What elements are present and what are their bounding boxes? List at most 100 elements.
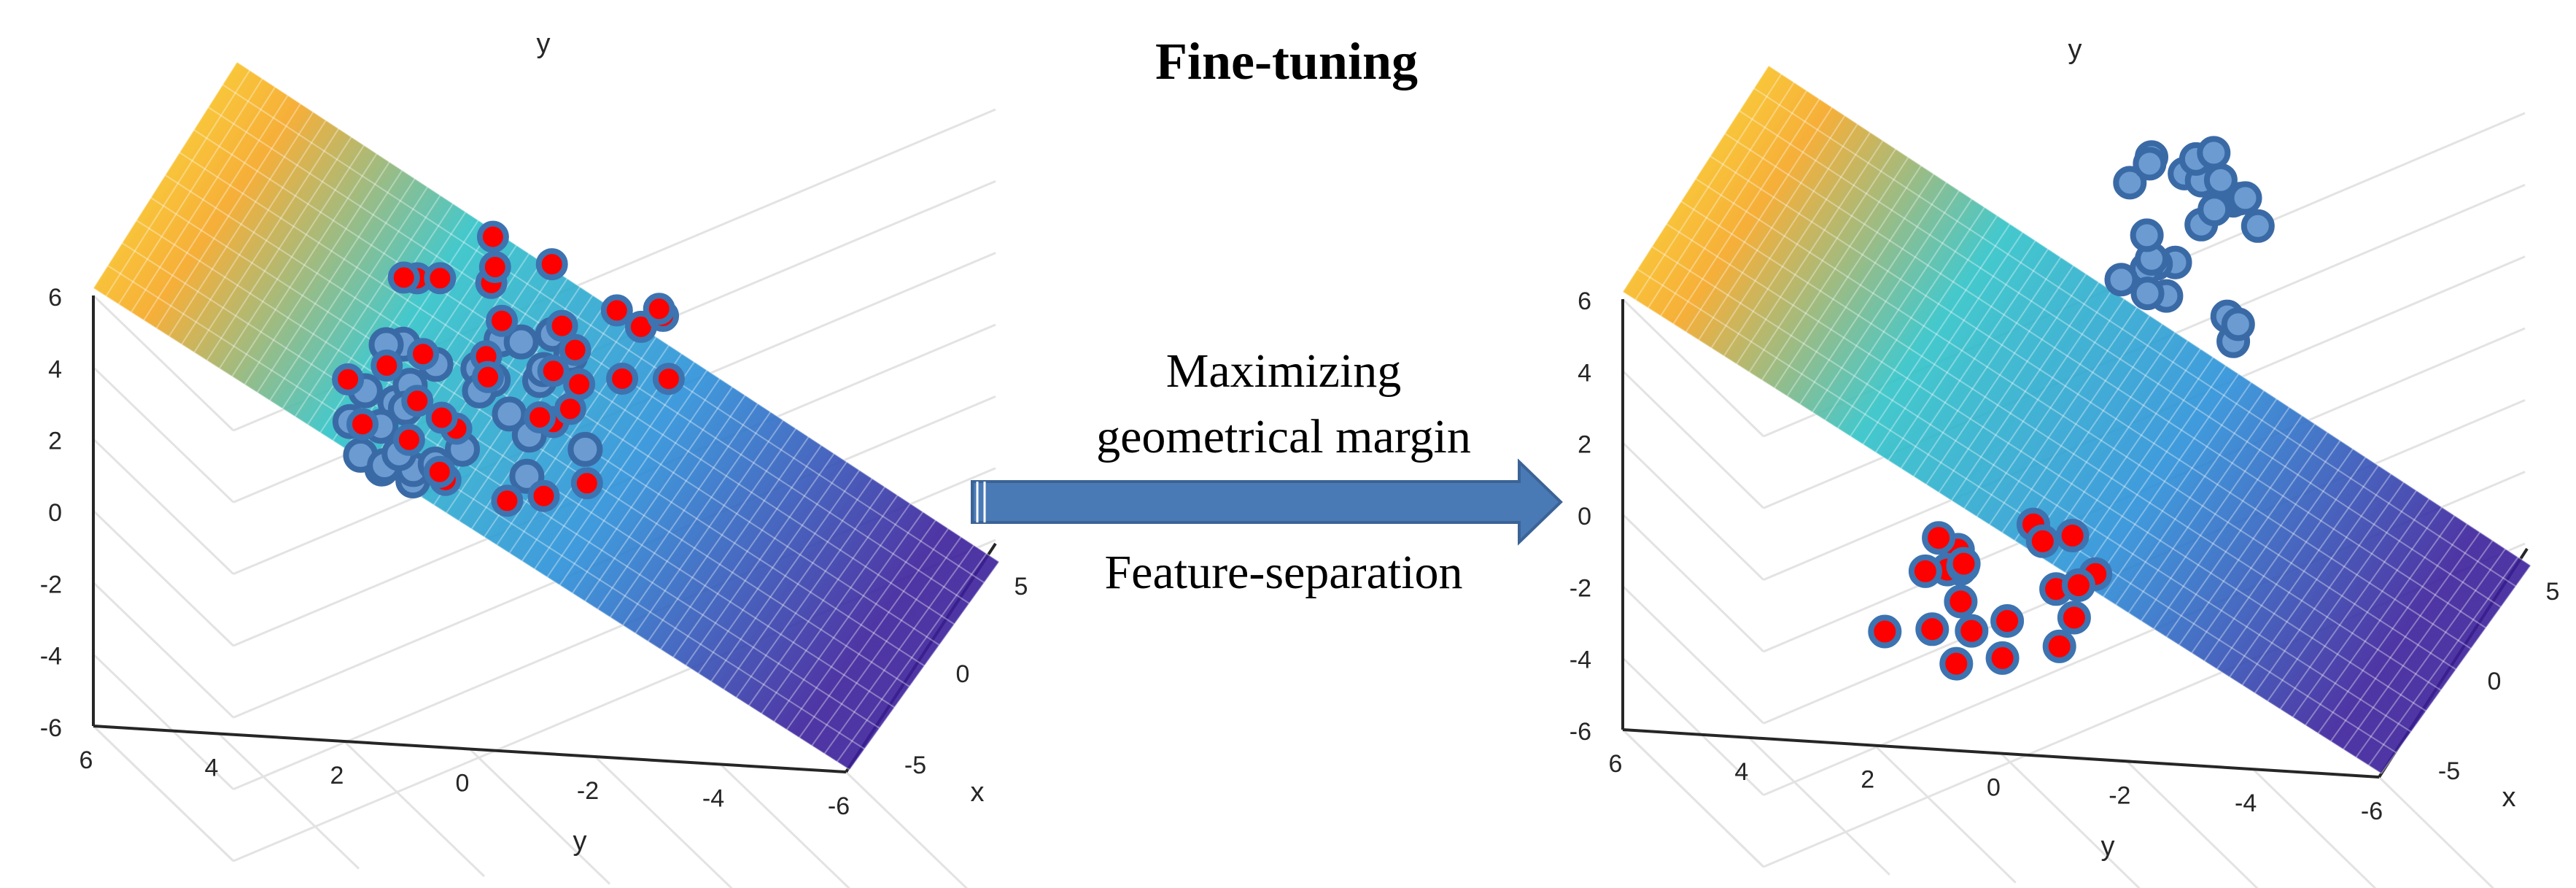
scatter-point (535, 248, 568, 281)
scatter-point (1915, 612, 1950, 646)
grid-line (2000, 752, 2141, 888)
surface-mesh-line (1812, 190, 1960, 413)
surface-mesh-line (2115, 390, 2265, 606)
surface-mesh-line (1660, 90, 1808, 317)
scatter-point (2221, 307, 2255, 341)
surface-mesh-line (672, 444, 822, 658)
y-tick-label: 2 (330, 762, 344, 789)
surface-mesh-line (2367, 557, 2519, 766)
scatter-point (1939, 646, 1974, 681)
scatter-point (1868, 614, 1902, 649)
y-axis (1622, 728, 2380, 779)
z-tick-label: -2 (1570, 574, 1591, 602)
z-tick-label: 0 (1578, 503, 1591, 530)
surface-mesh-line (1634, 73, 1782, 301)
scatter-point (1944, 584, 1978, 619)
surface-mesh-line (546, 361, 695, 578)
scatter-point (567, 431, 603, 467)
surface-mesh-line (622, 411, 772, 626)
surface-mesh-line (218, 144, 365, 369)
surface-mesh-line (2241, 473, 2392, 686)
scatter-point (1985, 641, 2020, 675)
arrow-label-below: Feature-separation (1104, 546, 1462, 599)
surface-mesh-line (1695, 178, 2457, 671)
surface-mesh-line (1963, 290, 2113, 509)
surface-mesh-line (659, 436, 810, 650)
arrow-label-line2: geometrical margin (1096, 410, 1471, 463)
surface-mesh-line (2140, 406, 2290, 622)
scatter-point (2057, 601, 2091, 635)
figure-title: Fine-tuning (1155, 32, 1418, 90)
scatter-point (478, 251, 511, 283)
surface-mesh-line (1786, 173, 1935, 397)
surface-mesh-line (1622, 65, 1769, 293)
grid-line (2252, 768, 2377, 888)
surface-plane (1623, 66, 2531, 773)
scatter-point (486, 304, 518, 337)
surface-mesh-line (222, 84, 985, 584)
surface-mesh-line (1976, 298, 2125, 517)
y-tick-label: -2 (2108, 781, 2130, 809)
scatter-point (652, 363, 685, 395)
scatter-point (2203, 163, 2238, 197)
surface-mesh-line (1836, 206, 1985, 429)
grid-line (1621, 441, 1765, 581)
scatter-point (2133, 147, 2167, 181)
grid-line (1621, 513, 1765, 653)
grid-line (217, 733, 360, 870)
grid-line (92, 366, 235, 503)
surface-mesh-line (1710, 123, 1858, 349)
grid-line (1621, 657, 1765, 796)
scatter-point (606, 363, 639, 395)
surface-mesh-line (1736, 140, 1884, 365)
surface-mesh-line (244, 161, 390, 385)
surface-mesh-line (155, 103, 301, 329)
surface-mesh-line (1900, 248, 2049, 469)
y-axis (93, 725, 847, 773)
surface-mesh-line (2153, 414, 2303, 630)
surface-mesh-line (319, 211, 467, 433)
surface-mesh-line (306, 203, 454, 425)
y-axis-title-top: y (2068, 34, 2082, 65)
surface-mesh-line (282, 186, 429, 409)
surface-mesh-line (1874, 231, 2024, 453)
y-tick-label: 6 (79, 746, 93, 774)
grid-line (468, 748, 611, 885)
surface-mesh-line (2014, 323, 2163, 541)
surface-mesh-line (761, 503, 911, 714)
surface-mesh-line (107, 265, 866, 750)
surface-mesh-line (1912, 257, 2062, 477)
scatter-point (492, 396, 527, 432)
surface-mesh-line (685, 453, 835, 666)
x-tick-label: 5 (2546, 578, 2560, 606)
grid-line (92, 509, 235, 647)
grid-line (2126, 760, 2259, 888)
surface-mesh-line (1753, 88, 2517, 587)
grid-line (719, 763, 851, 888)
scatter-point (1990, 604, 2025, 638)
center-arrow: Maximizing geometrical margin Feature-se… (971, 344, 1563, 599)
z-tick-label: 2 (48, 428, 62, 455)
z-tick-label: 4 (1578, 359, 1591, 387)
surface-mesh-line (2229, 465, 2379, 678)
scatter-point (1955, 614, 1989, 648)
y-tick-label: 4 (205, 754, 219, 782)
scatter-point (2197, 136, 2231, 170)
z-tick-label: 6 (48, 284, 62, 312)
surface-mesh-line (1862, 223, 2011, 445)
z-tick-label: -4 (1570, 646, 1591, 674)
y-tick-label: -2 (577, 777, 599, 805)
scatter-point (371, 350, 403, 382)
surface-mesh-line (117, 78, 263, 305)
scatter-point (2055, 519, 2090, 552)
scatter-point (2228, 181, 2262, 215)
surface-mesh-line (231, 153, 378, 377)
scatter-point (2025, 524, 2060, 558)
scatter-point (1908, 554, 1942, 588)
scatter-point (392, 423, 425, 456)
scatter-point (2062, 568, 2095, 602)
y-tick-label: -4 (702, 785, 724, 813)
